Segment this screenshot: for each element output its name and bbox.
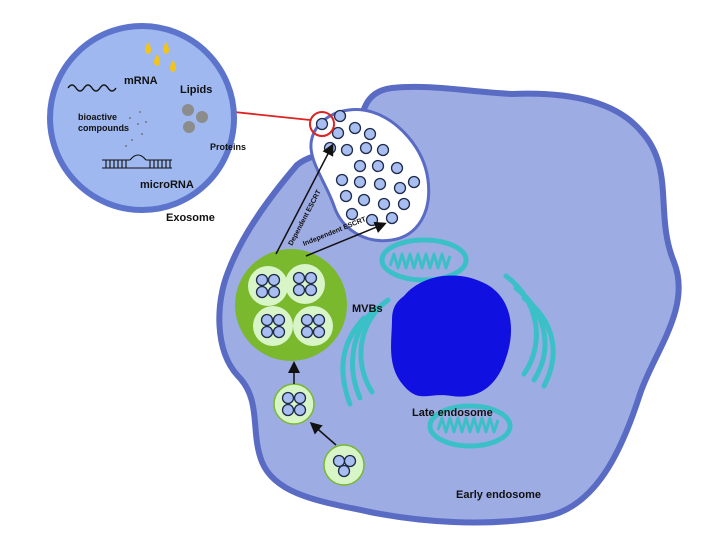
exosome-label: Exosome	[166, 212, 215, 224]
exosome-zoom	[47, 23, 237, 213]
pathway-arrows	[275, 143, 387, 446]
mitochondrion-lower	[427, 403, 513, 449]
endoplasmic-reticulum-left	[340, 297, 391, 407]
endosome-middle	[273, 383, 315, 425]
lipid-droplet-icon	[145, 42, 176, 72]
mrna-label: mRNA	[124, 75, 158, 87]
exosome-highlight	[233, 111, 335, 137]
mitochondrion-upper	[379, 237, 469, 283]
bioactive-label-line2: compounds	[78, 123, 129, 133]
mvbs-label: MVBs	[352, 303, 383, 315]
protein-sphere-icon	[182, 104, 208, 133]
endoplasmic-reticulum-right	[503, 273, 556, 389]
budding-pocket	[309, 108, 431, 243]
nucleus	[391, 275, 512, 397]
bioactive-dots-icon	[123, 111, 147, 147]
endosome-bottom	[323, 444, 365, 486]
lipids-label: Lipids	[180, 84, 212, 96]
mvb-large	[235, 249, 347, 361]
mrna-wave-icon	[67, 84, 117, 92]
late-endosome-label: Late endosome	[412, 407, 493, 419]
microrna-hairpin-icon	[102, 154, 172, 169]
microrna-label: microRNA	[140, 179, 194, 191]
proteins-label: Proteins	[210, 142, 246, 152]
bioactive-label-line1: bioactive	[78, 112, 117, 122]
early-endosome-label: Early endosome	[456, 489, 541, 501]
